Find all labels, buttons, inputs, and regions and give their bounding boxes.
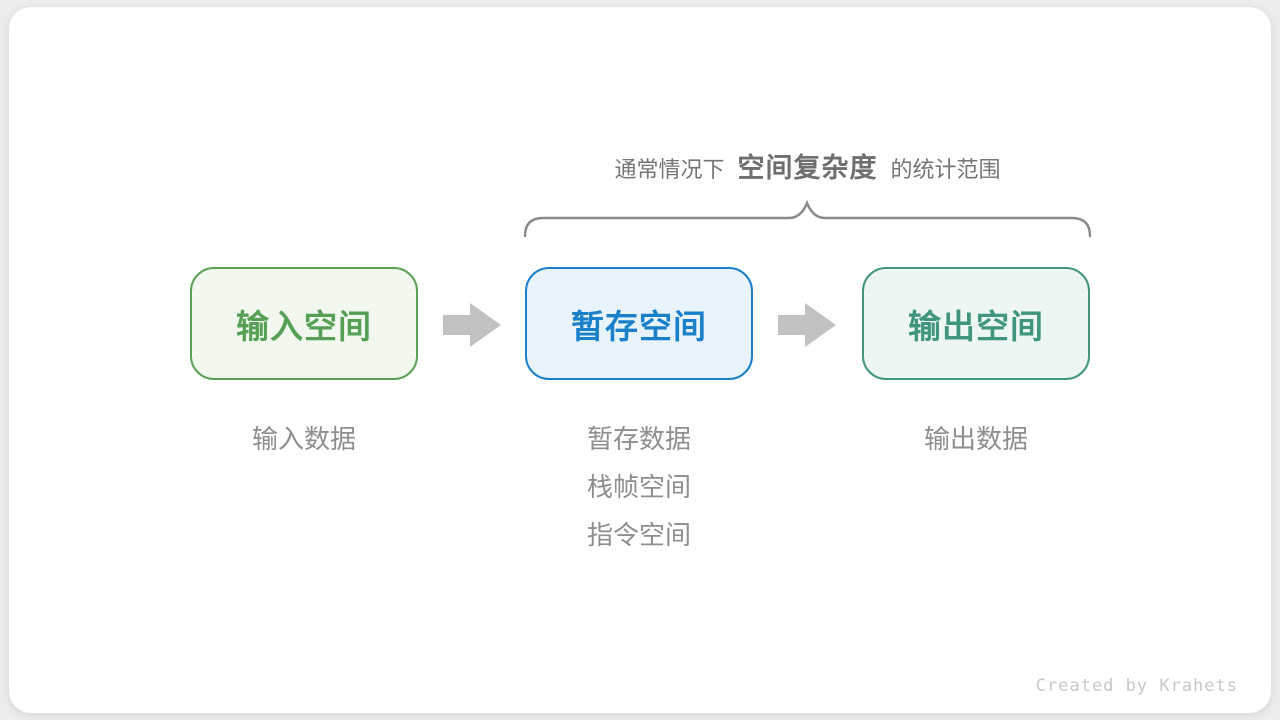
arrow-right-icon [443, 303, 501, 347]
annotation-suffix: 的统计范围 [890, 157, 1001, 182]
output-space-label: 输出空间 [908, 307, 1044, 345]
note-item: 暂存数据 [586, 424, 691, 454]
note-item: 输出数据 [923, 424, 1028, 454]
output-space-notes: 输出数据 [862, 415, 1090, 463]
note-item: 输入数据 [251, 424, 356, 454]
input-space-label: 输入空间 [236, 307, 372, 345]
credit-text: Created by Krahets [1035, 676, 1238, 696]
temporary-space-notes: 暂存数据 栈帧空间 指令空间 [525, 415, 753, 559]
arrow-right-icon [778, 303, 836, 347]
input-space-box: 输入空间 [190, 267, 418, 380]
note-item: 栈帧空间 [586, 472, 691, 502]
temporary-space-box: 暂存空间 [525, 267, 753, 380]
note-item: 指令空间 [586, 520, 691, 550]
annotation-prefix: 通常情况下 [614, 157, 725, 182]
output-space-box: 输出空间 [862, 267, 1090, 380]
input-space-notes: 输入数据 [190, 415, 418, 463]
annotation-title: 通常情况下 空间复杂度 的统计范围 [520, 146, 1095, 186]
annotation-highlight: 空间复杂度 [737, 153, 878, 183]
curly-brace-icon [523, 199, 1092, 238]
temporary-space-label: 暂存空间 [571, 307, 707, 345]
